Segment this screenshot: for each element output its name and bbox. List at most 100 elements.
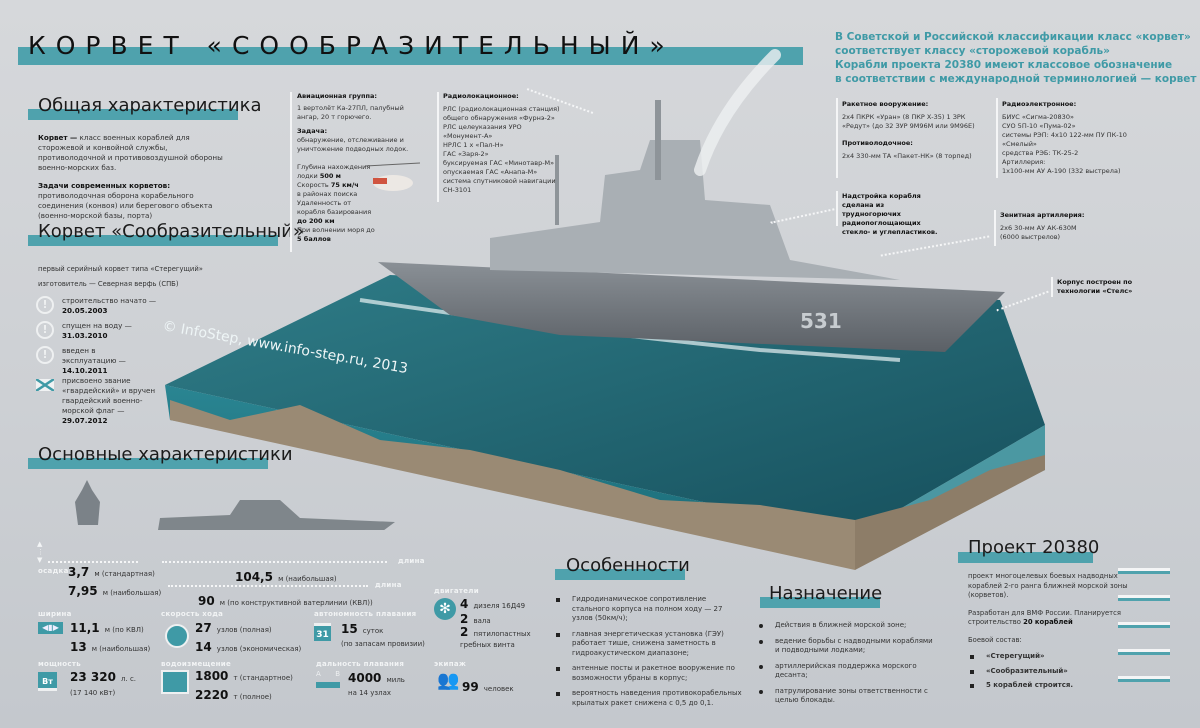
- aviation-block: Авиационная группа: 1 вертолёт Ка-27ПЛ, …: [297, 92, 409, 243]
- purpose-list: Действия в ближней морской зоне; ведение…: [755, 621, 935, 712]
- ship-hull: [378, 262, 1005, 352]
- timeline-item: присвоено звание «гвардейский» и вручен …: [36, 376, 166, 426]
- power-label: мощность: [38, 660, 81, 668]
- displacement-label: водоизмещение: [161, 660, 232, 668]
- project-text: проект многоцелевых боевых надводных кор…: [968, 572, 1128, 644]
- propeller-icon: ✻: [434, 598, 456, 620]
- width-values: 11,1 м (по КВЛ)13 м (наибольшая): [70, 621, 151, 654]
- divider: [996, 98, 998, 178]
- length-kvl-arrow: [168, 585, 368, 587]
- length-kvl-label: длина: [375, 581, 402, 589]
- andreevsky-flag-icon: [36, 379, 54, 391]
- draft-arrow: [48, 561, 138, 563]
- purpose-heading: Назначение: [769, 583, 883, 604]
- engines-label: двигатели: [434, 587, 479, 595]
- ship-icon: [1118, 568, 1170, 574]
- divider: [836, 191, 838, 226]
- ship-front-view: [75, 480, 100, 525]
- speed-values: 27 узлов (полная)14 узлов (экономическая…: [195, 621, 302, 654]
- list-item: Действия в ближней морской зоне;: [755, 621, 935, 631]
- features-heading: Особенности: [566, 555, 690, 576]
- page-title: КОРВЕТ «СООБРАЗИТЕЛЬНЫЙ»: [28, 31, 675, 60]
- width-label: ширина: [38, 610, 72, 618]
- stealth-note: Корпус построен по технологии «Стелс»: [1057, 278, 1133, 295]
- main-heading: Основные характеристики: [38, 444, 293, 465]
- timeline-item: !спущен на воду —31.03.2010: [36, 321, 166, 346]
- crew-label: экипаж: [434, 660, 467, 668]
- seabed-front: [170, 400, 855, 570]
- ship-icon: [1118, 676, 1170, 682]
- timeline-item: !введен в эксплуатацию —14.10.2011: [36, 346, 166, 376]
- speed-label: скорость хода: [161, 610, 224, 618]
- displacement-values: 1800 т (стандартное)2220 т (полное): [195, 669, 293, 702]
- ship-icon: [1118, 595, 1170, 601]
- list-item: вероятность наведения противокорабельных…: [552, 689, 742, 708]
- ship-icon: [1118, 649, 1170, 655]
- ship-line-2: изготовитель — Северная верфь (СПБ): [38, 280, 179, 288]
- exclamation-icon: !: [36, 346, 54, 364]
- power-values: 23 320 л. с.(17 140 кВт): [70, 670, 137, 697]
- divider: [437, 92, 439, 202]
- seabed-right: [855, 455, 1045, 570]
- ship-mast: [655, 100, 661, 180]
- general-text: Корвет — класс военных кораблей для стор…: [38, 133, 223, 220]
- ship-heading: Корвет «Сообразительный»: [38, 221, 304, 242]
- ship-icon: [1118, 622, 1170, 628]
- heading-bar: [760, 597, 880, 608]
- timeline: !строительство начато —20.05.2003 !спуще…: [36, 296, 166, 426]
- superstructure-note: Надстройка корабля сделана из трудногорю…: [842, 192, 938, 236]
- title-bar: [18, 47, 803, 65]
- list-item: патрулирование зоны ответственности с це…: [755, 687, 935, 706]
- autonomy-values: 15 суток(по запасам провизии): [341, 622, 425, 649]
- length-label: длина: [398, 557, 425, 565]
- ship-line-1: первый серийный корвет типа «Стерегущий»: [38, 265, 203, 273]
- project-heading: Проект 20380: [968, 537, 1100, 558]
- displacement-icon: [161, 670, 189, 694]
- draft-indicator: ▲⋮▼: [37, 540, 44, 564]
- divider: [836, 98, 838, 178]
- timeline-item: !строительство начато —20.05.2003: [36, 296, 166, 321]
- general-heading: Общая характеристика: [38, 95, 262, 116]
- helicopter-icon: [364, 162, 421, 191]
- heading-bar: [555, 569, 685, 580]
- heading-bar: [28, 458, 268, 469]
- list-item: «Сообразительный»: [966, 667, 1116, 677]
- exclamation-icon: !: [36, 296, 54, 314]
- speedometer-icon: [165, 624, 189, 648]
- radar-block: Радиолокационное: РЛС (радиолокационная …: [443, 92, 560, 194]
- ship-side-view: [158, 500, 395, 530]
- divider: [290, 92, 292, 252]
- range-label: дальность плавания: [316, 660, 405, 668]
- list-item: ведение борьбы с надводными кораблями и …: [755, 637, 935, 656]
- length-max: 104,5 м (наибольшая): [235, 570, 337, 584]
- fleet-icons: [1118, 568, 1170, 682]
- electronic-block: Радиоэлектронное: БИУС «Сигма-20830»СУО …: [1002, 100, 1127, 175]
- power-icon: Вт: [38, 672, 57, 691]
- features-list: Гидродинамическое сопротивление стальног…: [552, 595, 742, 714]
- exclamation-icon: !: [36, 321, 54, 339]
- list-item: 5 кораблей строится.: [966, 681, 1116, 691]
- list-item: Гидродинамическое сопротивление стальног…: [552, 595, 742, 624]
- length-kvl: 90 м (по конструктивной ватерлинии (КВЛ)…: [198, 594, 373, 608]
- divider: [1051, 277, 1053, 297]
- heading-bar: [28, 109, 238, 120]
- project-fleet-list: «Стерегущий» «Сообразительный» 5 корабле…: [966, 652, 1116, 697]
- crew-values: 99 человек: [462, 680, 514, 694]
- autonomy-label: автономность плавания: [314, 610, 417, 618]
- calendar-icon: 31: [314, 623, 331, 641]
- list-item: главная энергетическая установка (ГЭУ) р…: [552, 630, 742, 659]
- draft-values: 3,7 м (стандартная) 7,95 м (наибольшая): [68, 565, 162, 598]
- missile-block: Ракетное вооружение:2х4 ПКРК «Уран» (8 П…: [842, 100, 975, 160]
- ship-mast-2: [555, 155, 559, 225]
- width-icon: ◀▮▶: [38, 622, 63, 634]
- crew-icon: 👥: [437, 670, 460, 691]
- hull-number: 531: [800, 309, 842, 333]
- heading-bar: [28, 235, 278, 246]
- missile-smoke: [694, 49, 781, 176]
- list-item: «Стерегущий»: [966, 652, 1116, 662]
